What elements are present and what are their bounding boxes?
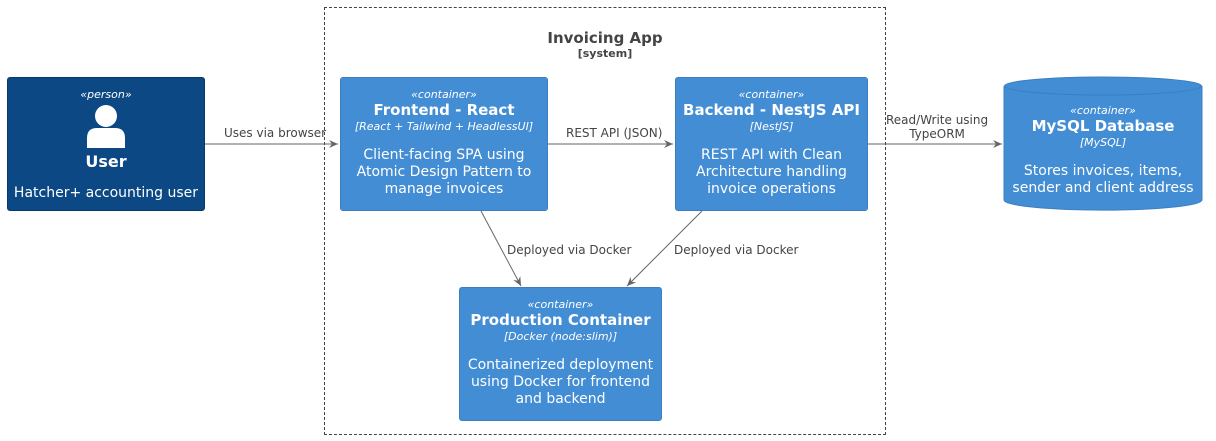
system-boundary (324, 7, 886, 435)
production-tech: [Docker (node:slim)] (503, 330, 618, 343)
database-tech: [MySQL] (1079, 136, 1127, 149)
edge-backend-production (626, 210, 703, 287)
boundary-title: Invoicing App (547, 29, 663, 47)
production-description-line: and backend (515, 391, 606, 407)
boundary-type: [system] (577, 47, 633, 60)
frontend-tech: [React + Tailwind + HeadlessUI] (354, 120, 534, 133)
backend-description: REST API with Clean Architecture handlin… (676, 147, 867, 198)
edge-label-user-frontend: Uses via browser (224, 126, 327, 140)
frontend-title: Frontend - React (373, 101, 515, 119)
person-icon (87, 105, 125, 148)
user-node[interactable]: «person» User Hatcher+ accounting user (7, 77, 205, 211)
backend-stereotype: «container» (738, 88, 805, 101)
backend-description-line: invoice operations (707, 181, 836, 197)
edge-label-backend-database: Read/Write using TypeORM (886, 113, 988, 141)
edge-label-backend-database-line: Read/Write using (886, 113, 989, 127)
database-description-line: Stores invoices, items, (1023, 163, 1183, 179)
database-node[interactable]: «container» MySQL Database [MySQL] Store… (1003, 76, 1203, 212)
edge-label-backend-database-line: TypeORM (909, 127, 965, 141)
frontend-description-line: Client-facing SPA using (363, 147, 525, 163)
production-stereotype: «container» (527, 298, 594, 311)
user-stereotype: «person» (80, 88, 132, 101)
edge-label-frontend-production: Deployed via Docker (507, 243, 632, 257)
production-description-line: Containerized deployment (467, 357, 654, 373)
database-title: MySQL Database (1031, 117, 1175, 135)
database-cylinder (1003, 76, 1203, 211)
backend-tech: [NestJS] (749, 120, 794, 133)
edge-label-frontend-backend: REST API (JSON) (566, 126, 663, 140)
edge-frontend-production (480, 210, 522, 287)
backend-description-line: REST API with Clean (701, 147, 842, 163)
production-node[interactable]: «container» Production Container [Docker… (459, 287, 662, 421)
backend-description-line: Architecture handling (696, 164, 847, 180)
frontend-description-line: manage invoices (384, 181, 504, 197)
production-title: Production Container (470, 311, 651, 329)
edge-label-backend-production: Deployed via Docker (674, 243, 799, 257)
database-stereotype: «container» (1070, 104, 1136, 117)
backend-title: Backend - NestJS API (683, 101, 860, 119)
production-description-line: using Docker for frontend (470, 374, 651, 390)
frontend-description-line: Atomic Design Pattern to (356, 164, 532, 180)
frontend-stereotype: «container» (411, 88, 477, 101)
user-description: Hatcher+ accounting user (13, 185, 199, 201)
frontend-node[interactable]: «container» Frontend - React [React + Ta… (340, 77, 548, 211)
frontend-description: Client-facing SPA using Atomic Design Pa… (341, 147, 547, 198)
production-description: Containerized deployment using Docker fo… (460, 357, 661, 408)
database-description: Stores invoices, items, sender and clien… (1003, 163, 1203, 197)
database-description-line: sender and client address (1012, 180, 1194, 196)
backend-node[interactable]: «container» Backend - NestJS API [NestJS… (675, 77, 868, 211)
user-title: User (85, 152, 127, 171)
